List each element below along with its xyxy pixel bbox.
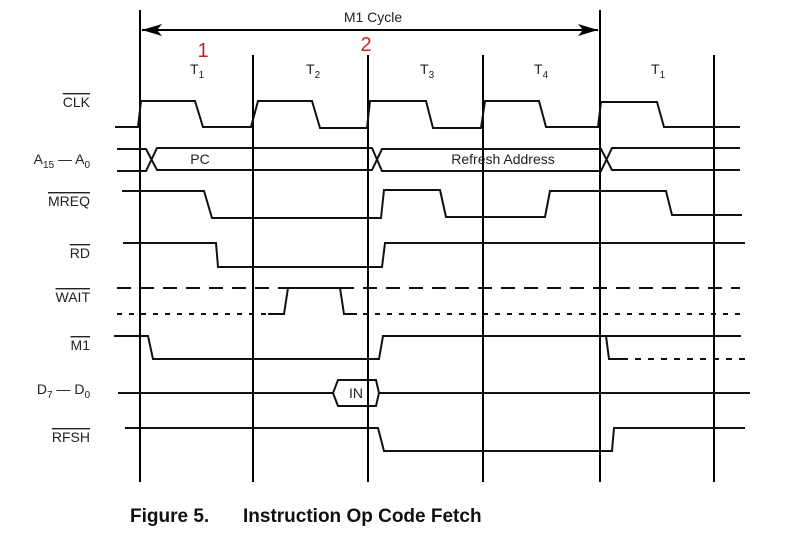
rd-waveform bbox=[123, 242, 745, 268]
clk-label: CLK bbox=[63, 94, 91, 110]
m1-label: M1 bbox=[71, 337, 91, 353]
t-state-labels: T1 T2 T3 T4 T1 bbox=[190, 61, 666, 81]
t-state-label-4: T4 bbox=[534, 61, 549, 81]
m1-cycle-label: M1 Cycle bbox=[344, 9, 403, 25]
wait-label: WAIT bbox=[56, 289, 91, 305]
address-segment-pc: PC bbox=[190, 151, 209, 167]
signal-labels: CLK A15 — A0 MREQ RD WAIT M1 D7 — D0 RFS… bbox=[34, 94, 91, 445]
rd-label: RD bbox=[70, 245, 90, 261]
t-state-label-5: T1 bbox=[651, 61, 666, 81]
annotation-2: 2 bbox=[360, 34, 371, 56]
data-segment-in: IN bbox=[349, 385, 363, 401]
t-state-label-1: T1 bbox=[190, 61, 205, 81]
mreq-label: MREQ bbox=[48, 193, 90, 209]
annotation-1: 1 bbox=[197, 40, 208, 62]
t-state-boundaries bbox=[139, 10, 715, 482]
rfsh-waveform bbox=[125, 427, 745, 452]
rfsh-label: RFSH bbox=[52, 429, 90, 445]
m1-waveform bbox=[114, 335, 745, 360]
address-bus-waveform: PC Refresh Address bbox=[117, 147, 740, 172]
address-bus-label: A15 — A0 bbox=[34, 151, 91, 171]
data-bus-waveform: IN bbox=[118, 379, 750, 407]
mreq-waveform bbox=[122, 189, 742, 219]
t-state-label-3: T3 bbox=[420, 61, 435, 81]
address-segment-refresh: Refresh Address bbox=[451, 151, 555, 167]
figure-number: Figure 5. bbox=[130, 506, 209, 527]
t-state-label-2: T2 bbox=[306, 61, 321, 81]
wait-waveform bbox=[117, 287, 742, 315]
clk-waveform bbox=[115, 100, 740, 129]
figure-title: Instruction Op Code Fetch bbox=[243, 506, 482, 527]
data-bus-label: D7 — D0 bbox=[37, 381, 91, 401]
